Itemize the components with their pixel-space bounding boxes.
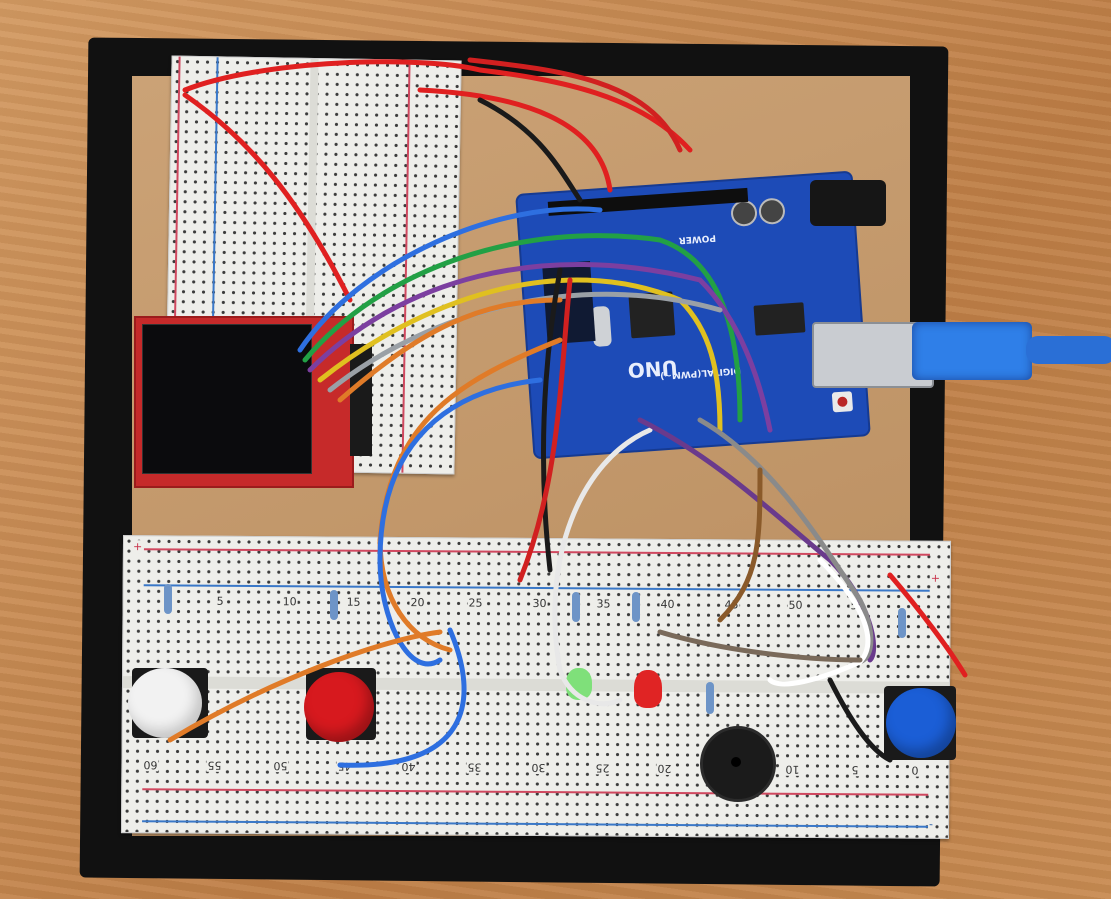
orange-wire xyxy=(377,337,563,653)
blue-push-button[interactable] xyxy=(886,688,956,758)
black-short-wire xyxy=(827,677,893,763)
blue-ribbon-wire xyxy=(297,206,603,353)
resistor xyxy=(898,608,906,638)
yellow-ribbon-wire xyxy=(317,277,723,433)
blue-wire-bottom xyxy=(337,627,467,768)
red-wire-tft xyxy=(182,92,353,303)
red-wire-3 xyxy=(467,57,683,153)
resistor xyxy=(330,590,338,620)
white-wire-2 xyxy=(767,557,871,687)
green-ribbon-wire xyxy=(302,233,743,423)
black-wire xyxy=(477,97,583,203)
resistor xyxy=(632,592,640,622)
blue-wire xyxy=(377,377,543,667)
buzzer-hole xyxy=(731,757,741,767)
red-short-wire xyxy=(887,572,968,678)
orange-ribbon-wire xyxy=(337,297,563,403)
red-wire-2 xyxy=(417,87,613,193)
brown-wire xyxy=(717,467,763,623)
red-wire xyxy=(182,59,693,153)
white-wire xyxy=(552,427,653,707)
piezo-buzzer xyxy=(700,726,776,802)
usb-cable xyxy=(1026,336,1111,364)
grey-wire-2 xyxy=(657,629,863,663)
usb-cable-connector xyxy=(912,322,1032,380)
red-long-wire xyxy=(517,277,573,583)
orange-wire-bottom xyxy=(167,629,443,743)
black-long-wire xyxy=(540,267,563,573)
red-push-button[interactable] xyxy=(304,672,374,742)
resistor xyxy=(164,584,172,614)
dc-power-jack xyxy=(810,180,886,226)
resistor xyxy=(572,592,580,622)
resistor xyxy=(706,682,714,714)
grey-wire xyxy=(697,417,874,665)
tft-screen xyxy=(142,324,312,474)
red-led xyxy=(634,670,662,708)
purple-ribbon-wire xyxy=(307,262,773,433)
